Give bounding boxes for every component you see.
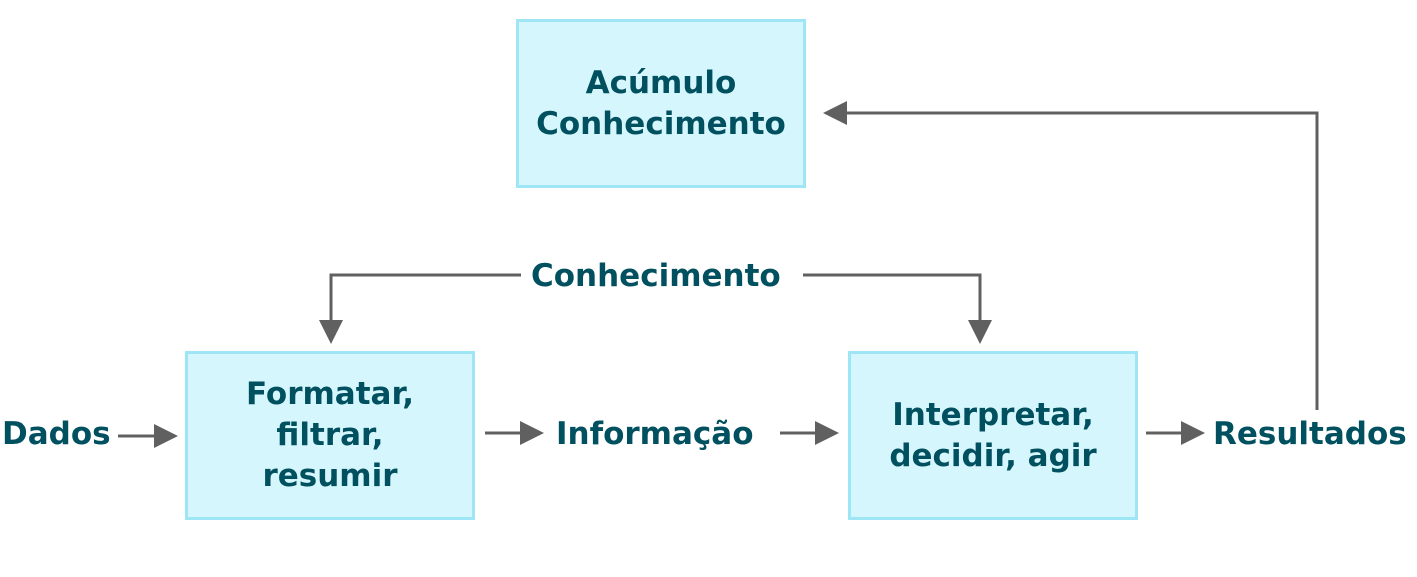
box-interpretar-decidir-agir: Interpretar, decidir, agir [848,351,1138,520]
box-formatar-line-1: Formatar, [246,376,414,412]
box-interpretar-line-2: decidir, agir [889,437,1097,474]
arrowhead-icon [815,421,839,445]
arrow-dados-to-formatar [118,424,178,448]
arrow-conhecimento-to-formatar [319,273,521,344]
box-formatar-filtrar-resumir: Formatar, filtrar, resumir [185,351,475,520]
box-interpretar-line-1: Interpretar, [892,396,1094,433]
arrow-interpretar-to-resultados [1146,421,1205,445]
arrowhead-icon [1181,421,1205,445]
box-acumulo-line-1: Acúmulo [585,64,737,101]
arrowhead-icon [823,101,847,125]
label-conhecimento: Conhecimento [531,258,781,294]
label-dados: Dados [2,416,111,452]
arrow-resultados-to-acumulo [823,101,1319,410]
arrow-formatar-to-informacao [485,421,544,445]
box-acumulo-conhecimento: Acúmulo Conhecimento [516,19,806,188]
arrowhead-icon [154,424,178,448]
arrowhead-icon [520,421,544,445]
arrowhead-icon [968,320,992,344]
label-resultados: Resultados [1213,416,1407,452]
arrow-conhecimento-to-interpretar [803,273,992,344]
box-formatar-line-3: resumir [262,458,398,494]
arrowhead-icon [319,320,343,344]
arrow-informacao-to-interpretar [780,421,839,445]
box-acumulo-line-2: Conhecimento [536,105,786,142]
box-formatar-line-2: filtrar, [276,417,384,453]
label-informacao: Informação [556,416,754,452]
